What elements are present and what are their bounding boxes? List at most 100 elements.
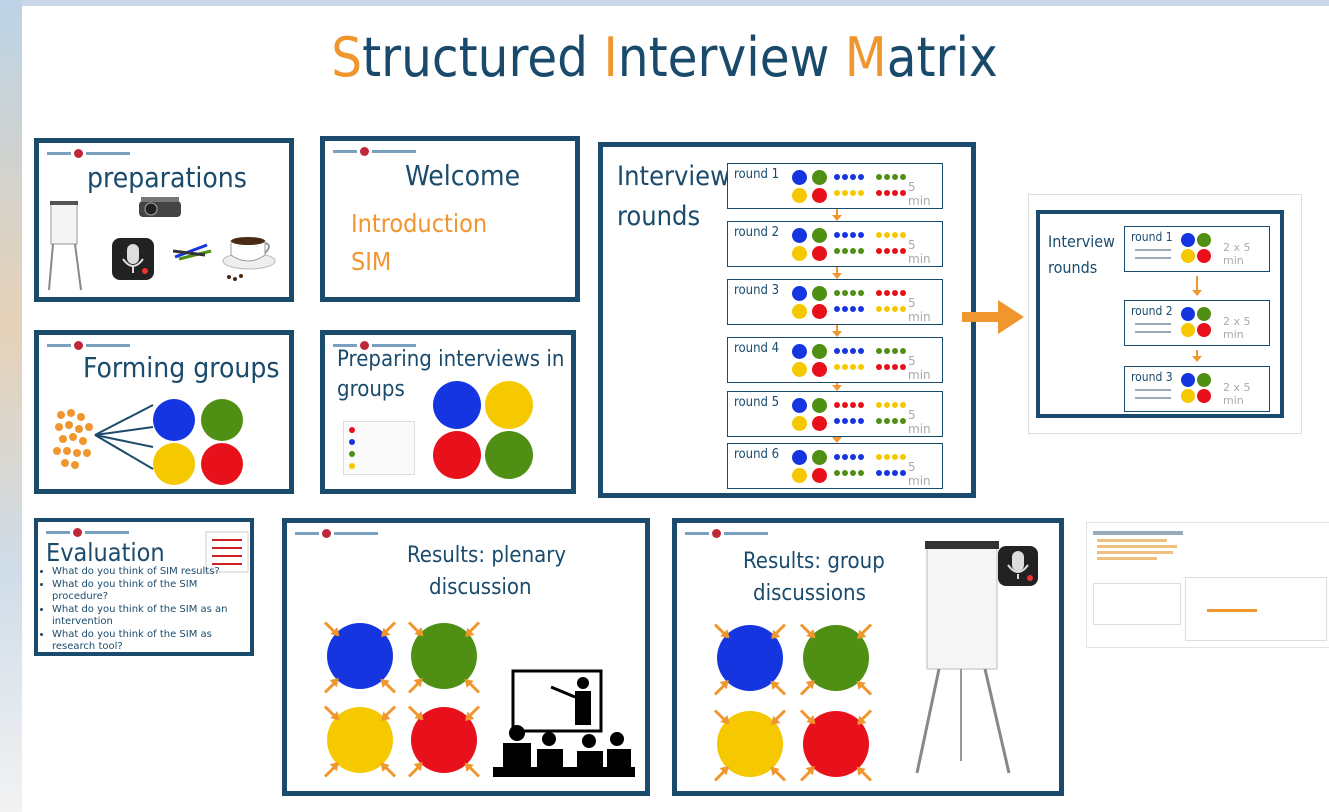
orange-arrow-icon xyxy=(714,623,730,639)
slide-heading: Evaluation xyxy=(46,538,165,567)
participant-dot xyxy=(812,228,827,243)
participant-dot xyxy=(792,362,807,377)
slide-results-group[interactable]: Results: group discussions xyxy=(672,518,1064,796)
logo xyxy=(47,340,130,350)
backdrop-left xyxy=(0,0,22,812)
slide-evaluation[interactable]: Evaluation What do you think of SIM resu… xyxy=(34,518,254,656)
pair-dots xyxy=(876,174,906,180)
orange-arrow-icon xyxy=(856,623,872,639)
slide-preparing-interviews[interactable]: Preparing interviews in groups xyxy=(320,330,576,494)
participant-dot xyxy=(812,304,827,319)
logo xyxy=(46,527,129,537)
slide-heading: preparations xyxy=(87,161,247,194)
pair-dots xyxy=(834,402,864,408)
slide-preparations[interactable]: preparations xyxy=(34,138,294,302)
page-title: Structured Interview Matrix xyxy=(331,26,998,89)
orange-arrow-icon xyxy=(380,705,396,721)
pair-dots xyxy=(876,418,906,424)
orange-arrow-icon xyxy=(464,678,480,694)
orange-arrow-icon xyxy=(380,762,396,778)
group-circle-red xyxy=(201,443,243,485)
round-label: round 2 xyxy=(1131,304,1173,318)
participant-dot xyxy=(1197,233,1211,247)
distribution-arrows-icon xyxy=(94,404,154,470)
round-label: round 3 xyxy=(1131,370,1173,384)
pair-dots xyxy=(876,348,906,354)
pair-dots xyxy=(834,364,864,370)
group-circle-red xyxy=(433,431,481,479)
slide-welcome[interactable]: Welcome Introduction SIM xyxy=(320,136,580,302)
orange-arrow-icon xyxy=(770,709,786,725)
round-pairs-text xyxy=(1135,331,1171,333)
orange-arrow-icon xyxy=(714,766,730,782)
orange-arrow-icon xyxy=(856,766,872,782)
participant-dot xyxy=(792,228,807,243)
participant-dot xyxy=(792,246,807,261)
participant-dot xyxy=(1181,233,1195,247)
participant-dot xyxy=(792,170,807,185)
bullet: What do you think of the SIM as research… xyxy=(52,629,252,654)
round-time: 5 min xyxy=(908,408,931,436)
participant-dot xyxy=(792,398,807,413)
bullet: What do you think of the SIM as an inter… xyxy=(52,604,252,629)
round-pairs-text xyxy=(1135,257,1171,259)
pair-dots xyxy=(876,470,906,476)
round-pairs-text xyxy=(1135,323,1171,325)
pair-dots xyxy=(876,190,906,196)
participant-dot xyxy=(812,398,827,413)
evaluation-bullets: What do you think of SIM results? What d… xyxy=(40,566,252,654)
orange-arrow-icon xyxy=(770,623,786,639)
pair-dots xyxy=(876,402,906,408)
participant-dot xyxy=(792,468,807,483)
orange-arrow-icon xyxy=(464,621,480,637)
orange-arrow-icon xyxy=(800,766,816,782)
participant-dot xyxy=(792,344,807,359)
orange-arrow-icon xyxy=(324,621,340,637)
slide-results-plenary[interactable]: Results: plenary discussion xyxy=(282,518,650,796)
logo xyxy=(295,528,378,538)
orange-arrow-icon xyxy=(408,621,424,637)
slide-mini-summary[interactable] xyxy=(1086,522,1329,648)
bullet: What do you think of SIM results? xyxy=(52,566,252,579)
group-circle-blue xyxy=(153,399,195,441)
pair-dots xyxy=(876,306,906,312)
round-label: round 1 xyxy=(1131,230,1173,244)
slide-heading: Welcome xyxy=(405,159,521,192)
round-label: round 2 xyxy=(734,225,780,240)
markers-icon xyxy=(172,243,212,261)
participant-dot xyxy=(1197,389,1211,403)
pair-dots xyxy=(876,290,906,296)
participant-dot xyxy=(792,450,807,465)
orange-arrow-icon xyxy=(800,623,816,639)
flipchart-icon xyxy=(48,201,82,291)
slide-forming-groups[interactable]: Forming groups xyxy=(34,330,294,494)
participant-dot xyxy=(812,170,827,185)
round-label: round 1 xyxy=(734,167,780,182)
pair-dots xyxy=(834,470,864,476)
pair-dots xyxy=(876,364,906,370)
group-circle-green xyxy=(201,399,243,441)
logo xyxy=(333,146,416,156)
slide-heading: Results: plenary xyxy=(407,543,567,568)
backdrop-top xyxy=(0,0,1329,8)
down-arrow-icon xyxy=(832,267,842,279)
pair-dots xyxy=(876,232,906,238)
round-pairs-text xyxy=(1135,249,1171,251)
participant-dot xyxy=(792,286,807,301)
logo xyxy=(47,148,130,158)
group-circle-yellow xyxy=(485,381,533,429)
round-label: round 4 xyxy=(734,341,780,356)
down-arrow-icon xyxy=(832,325,842,337)
pair-dots xyxy=(834,248,864,254)
